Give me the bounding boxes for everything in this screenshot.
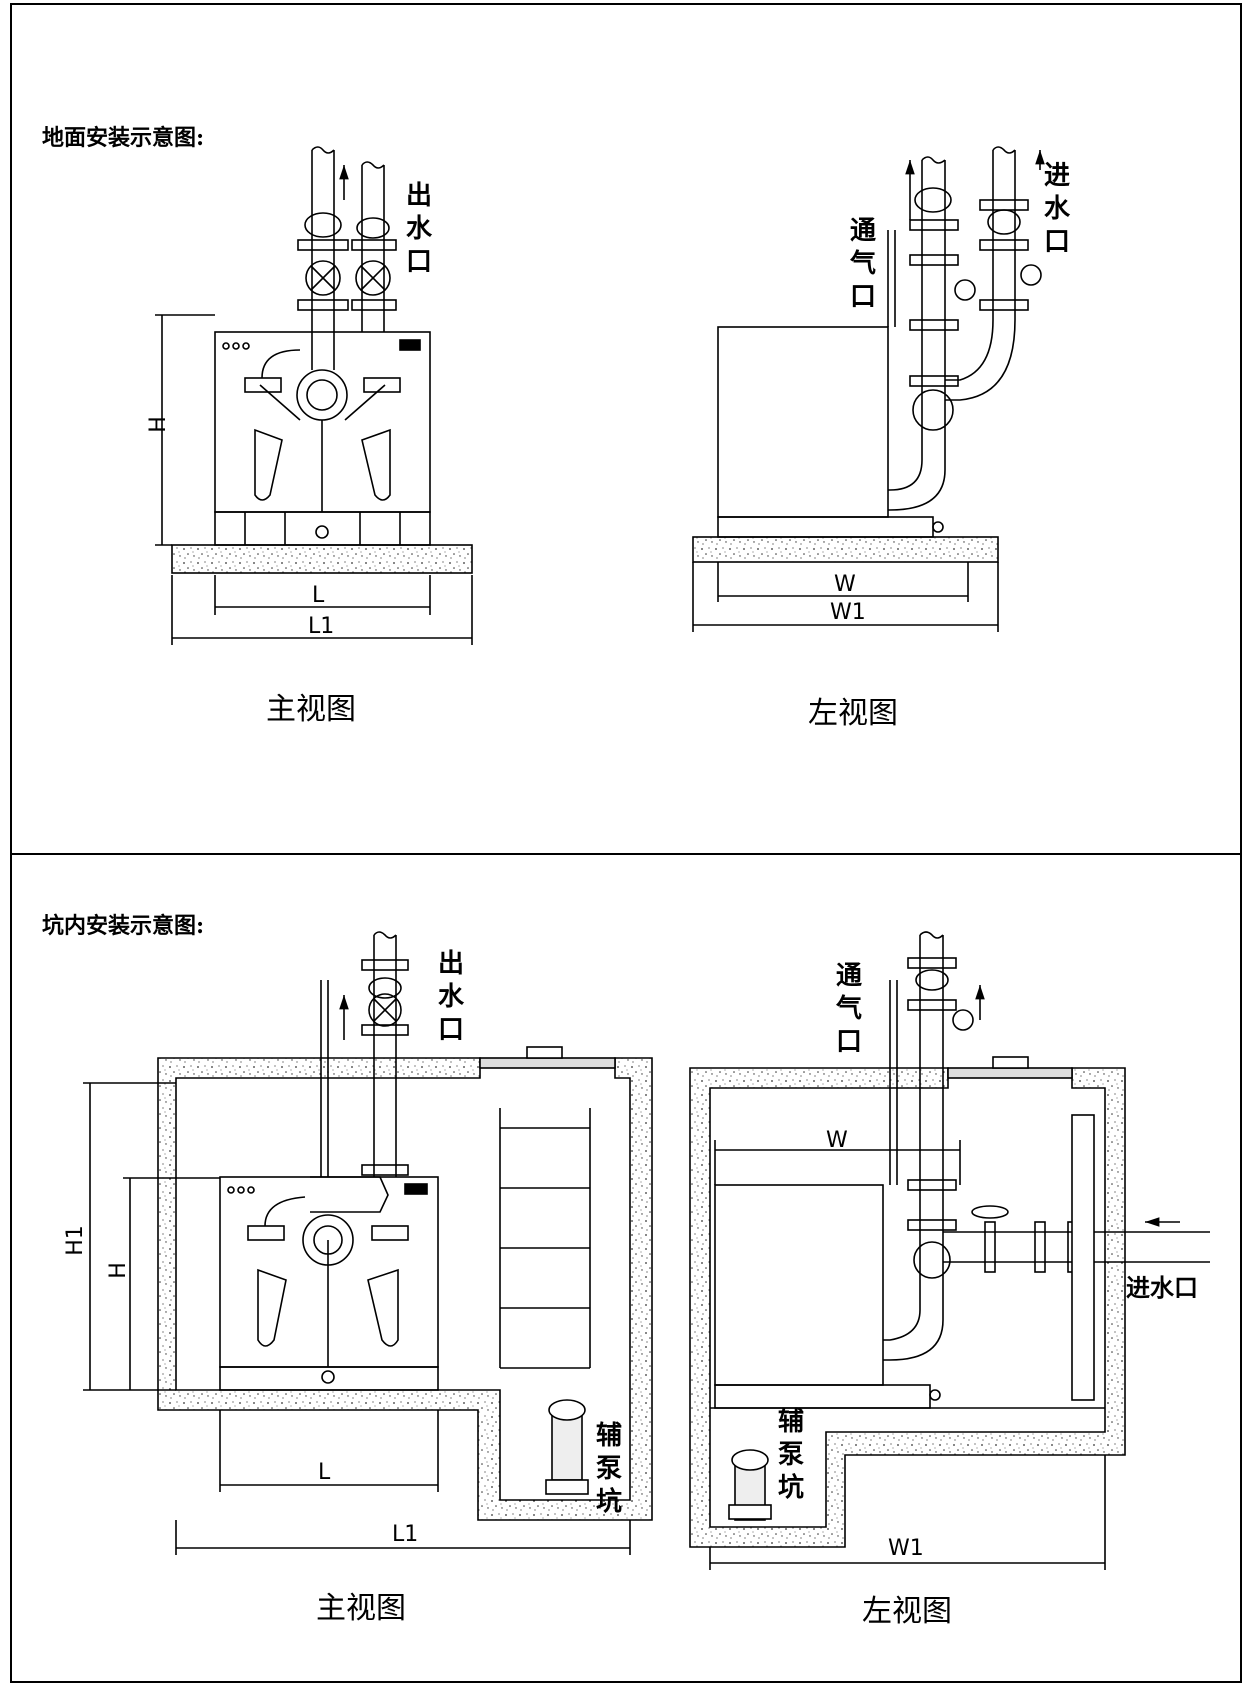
dim-W1-top: W1 — [830, 600, 866, 625]
inlet-label-pit-side: 进水口 — [1126, 1273, 1198, 1302]
section-title-pit: 坑内安装示意图: — [42, 913, 205, 939]
dim-L1-pit: L1 — [392, 1522, 419, 1547]
pit-wall-front — [157, 1057, 653, 1521]
dim-W-top: W — [834, 572, 856, 597]
side-view-label-top: 左视图 — [808, 696, 898, 731]
vent-label-pit-side: 通气口 — [835, 961, 862, 1057]
aux-pit-label-front: 辅泵坑 — [595, 1421, 622, 1517]
ground-slab-front — [171, 544, 473, 574]
pit-wall-side — [689, 1067, 1126, 1548]
aux-pit-label-side: 辅泵坑 — [777, 1407, 804, 1503]
dim-L-top: L — [312, 583, 325, 608]
dim-L1-top: L1 — [308, 614, 335, 639]
dim-H-top: H — [145, 416, 171, 433]
dim-H1-pit: H1 — [62, 1225, 88, 1256]
vent-label-top-side: 通气口 — [849, 216, 876, 312]
unit-body-pit-front — [219, 1176, 439, 1368]
unit-body-side — [717, 326, 889, 518]
outlet-label-pit-front: 出水口 — [437, 949, 464, 1045]
dim-W1-pit: W1 — [888, 1536, 924, 1561]
unit-body-pit-side — [714, 1184, 884, 1386]
side-view-label-pit: 左视图 — [862, 1594, 952, 1629]
section-title-ground: 地面安装示意图: — [42, 125, 205, 151]
outlet-label-top-front: 出水口 — [405, 181, 432, 277]
dim-W-pit: W — [826, 1128, 848, 1153]
front-view-label-top: 主视图 — [266, 692, 356, 727]
bottom-panel-frame — [10, 853, 1242, 1683]
front-view-label-pit: 主视图 — [316, 1591, 406, 1626]
inlet-label-top-side: 进水口 — [1043, 161, 1070, 257]
dim-L-pit: L — [318, 1460, 331, 1485]
dim-H-pit: H — [105, 1262, 131, 1279]
ground-slab-side — [692, 536, 999, 563]
